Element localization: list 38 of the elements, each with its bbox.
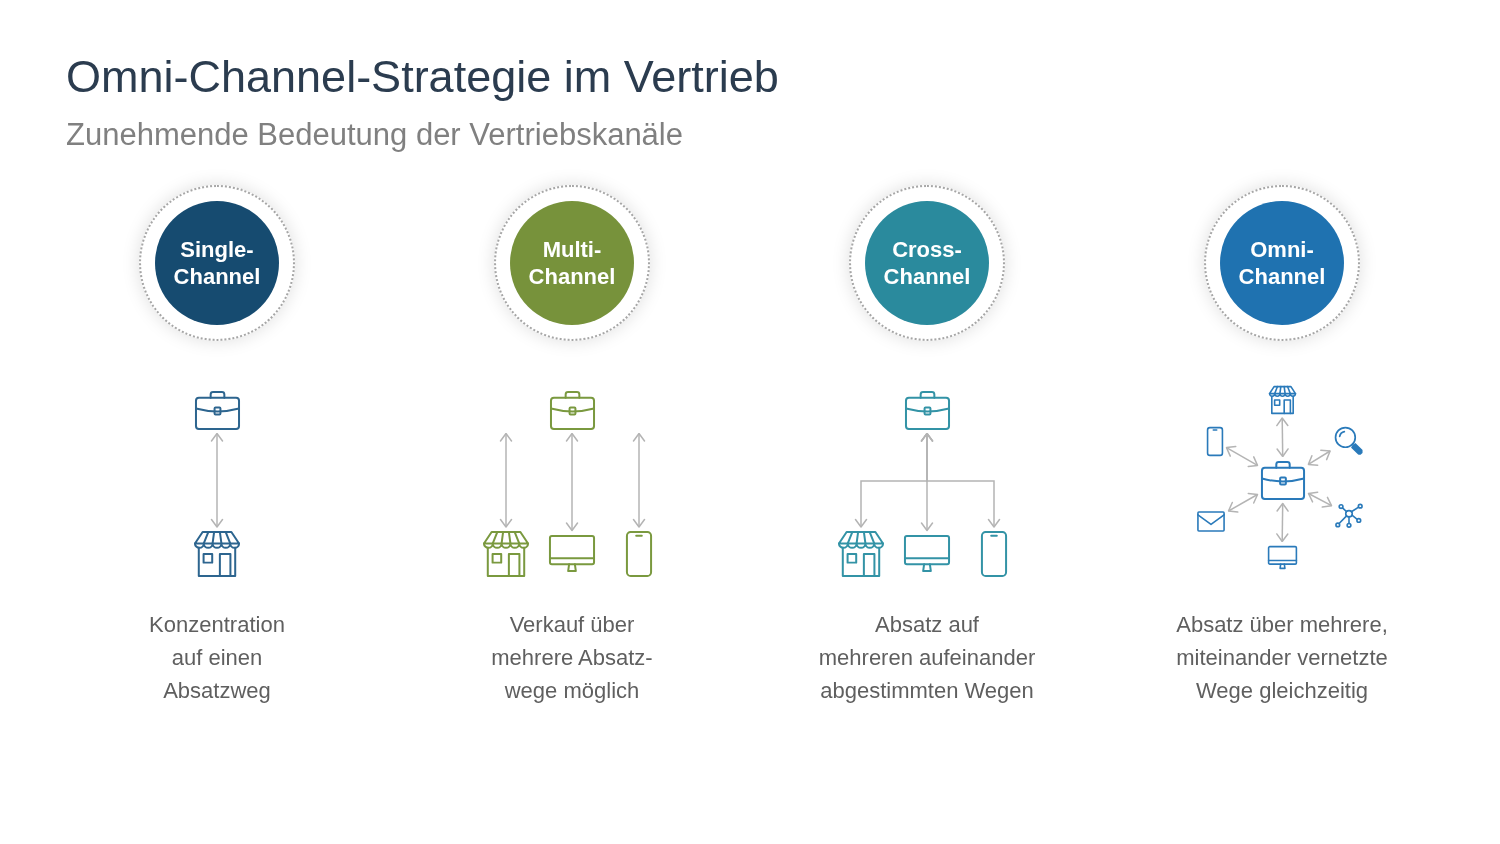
double-arrow (1307, 491, 1333, 508)
double-arrow (632, 432, 646, 528)
search-icon (1333, 425, 1363, 455)
channel-description: Absatz über mehrere, miteinander vernetzte Wege gleichzeitig (1176, 611, 1388, 705)
double-arrow (499, 432, 513, 528)
channel-title: Omni- Channel (1238, 236, 1326, 290)
briefcase-icon (194, 390, 240, 430)
channel-title: Cross- Channel (883, 236, 971, 290)
double-arrow (1276, 417, 1289, 458)
channel-description: Konzentration auf einen Absatzweg (149, 611, 285, 705)
monitor-icon (904, 534, 950, 572)
store-icon (194, 531, 240, 577)
monitor-icon (549, 534, 595, 572)
store-icon (838, 531, 884, 577)
envelope-icon (1197, 510, 1225, 532)
monitor-icon (1267, 545, 1297, 569)
double-arrow (1276, 502, 1289, 543)
store-icon (483, 531, 529, 577)
double-arrow (565, 432, 579, 532)
briefcase-icon (1261, 460, 1305, 500)
store-icon (1268, 386, 1296, 414)
channel-title: Single- Channel (173, 236, 261, 290)
smartphone-icon (1207, 426, 1223, 456)
smartphone-icon (981, 531, 1007, 577)
network-icon (1335, 502, 1363, 528)
slide-subtitle: Zunehmende Bedeutung der Vertriebskanäle (66, 117, 683, 153)
double-arrow (1307, 449, 1331, 466)
briefcase-icon (549, 390, 595, 430)
slide-title: Omni-Channel-Strategie im Vertrieb (66, 51, 779, 103)
smartphone-icon (626, 531, 652, 577)
channel-description: Verkauf über mehrere Absatz- wege möglich (491, 611, 653, 705)
briefcase-icon (904, 390, 950, 430)
double-arrow (1225, 445, 1259, 468)
channel-title: Multi- Channel (528, 236, 616, 290)
double-arrow (920, 432, 1001, 528)
double-arrow (1227, 492, 1259, 513)
channel-description: Absatz auf mehreren aufeinander abgestimmten Wegen (818, 611, 1036, 705)
double-arrow (210, 432, 224, 528)
